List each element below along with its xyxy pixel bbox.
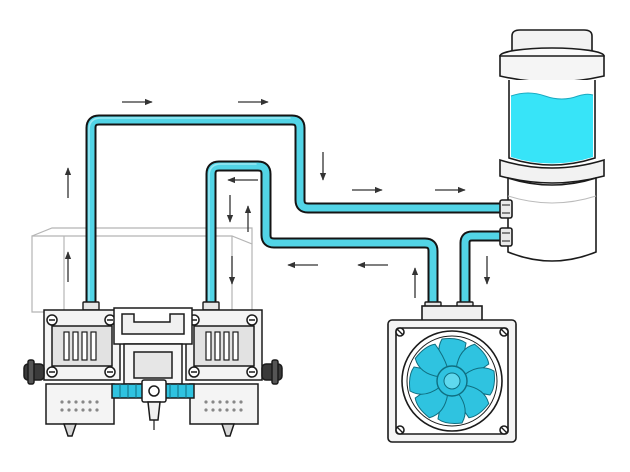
hotend-center (111, 307, 195, 430)
fan-blade (414, 343, 449, 378)
hotend-right (185, 309, 283, 437)
fan-blades (409, 338, 495, 424)
hotend-left (23, 309, 121, 437)
hotend-icon (23, 307, 283, 437)
tube-return-main (205, 160, 439, 314)
flow-arrows (64, 98, 491, 298)
tube-pump-to-radiator (459, 230, 510, 312)
reservoir-tank-icon (499, 29, 605, 184)
coolant-tubes (85, 114, 510, 314)
printer-frame (31, 227, 253, 313)
fan-icon (401, 330, 503, 432)
pump-icon (499, 176, 597, 262)
